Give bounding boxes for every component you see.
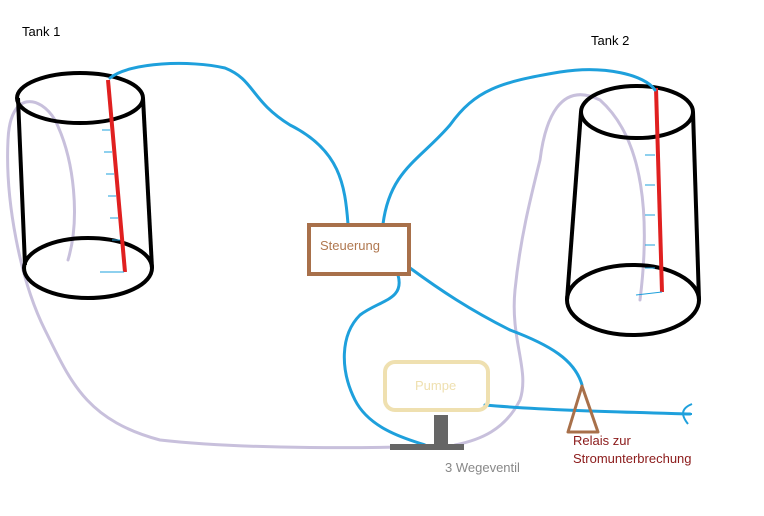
pumpe-box (383, 360, 490, 412)
wire-tank1-steuerung (108, 61, 350, 226)
steuerung-label: Steuerung (320, 238, 380, 253)
wire-steuerung-ventil (342, 273, 427, 447)
steuerung-box (307, 223, 411, 276)
triangle-icon (566, 384, 600, 434)
relais-label: Relais zur Stromunterbrechung (573, 432, 692, 468)
ventil-icon (390, 415, 464, 450)
tank-1-label: Tank 1 (22, 24, 61, 39)
tank-2-label: Tank 2 (591, 33, 630, 48)
ventil-label: 3 Wegeventil (445, 460, 520, 475)
hose-tank1 (6, 100, 432, 450)
wire-steuerung-relais (408, 266, 584, 387)
wire-pumpe-power (483, 403, 692, 416)
hose-tank2 (453, 93, 646, 447)
pumpe-label: Pumpe (415, 378, 457, 393)
wire-tank2-steuerung (381, 68, 657, 226)
arrow-icon (672, 403, 693, 425)
relais-label-line1: Relais zur (573, 433, 631, 448)
tank-1 (15, 71, 154, 300)
tank-2 (565, 84, 701, 337)
relais-label-line2: Stromunterbrechung (573, 451, 692, 466)
